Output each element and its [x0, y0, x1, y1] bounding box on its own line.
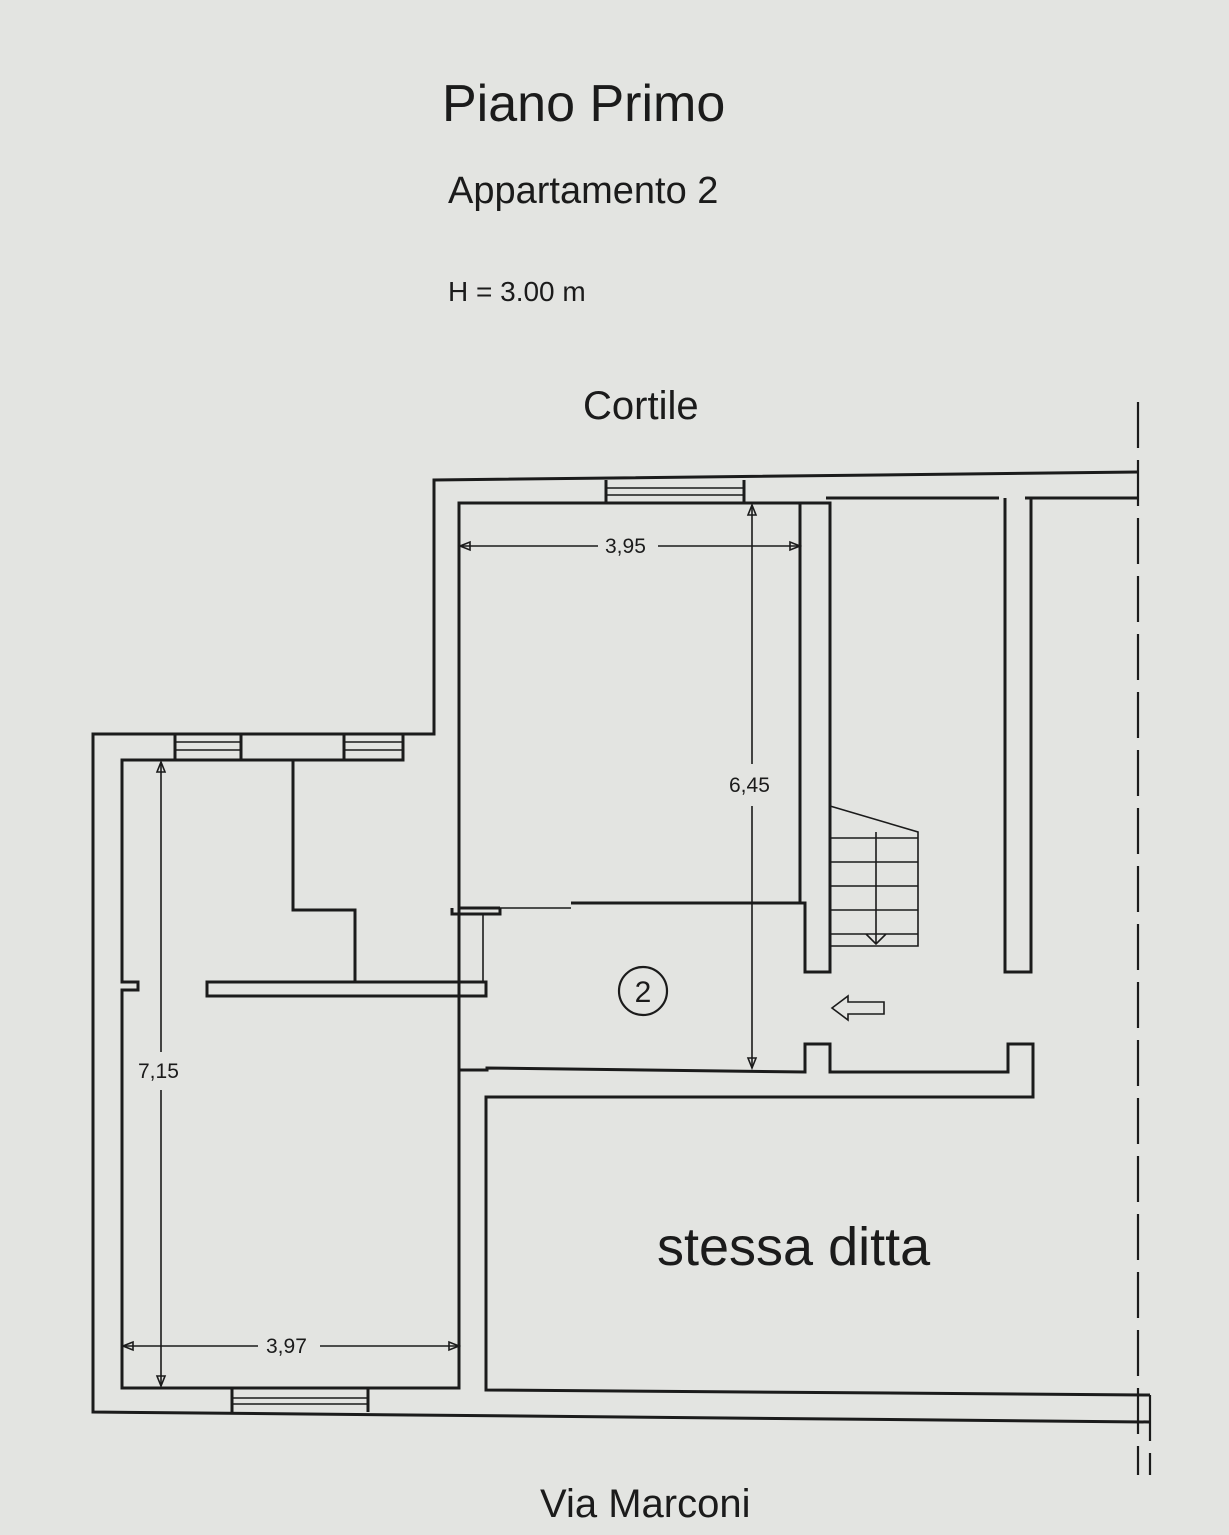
stair-shaft-wall — [1003, 498, 1033, 974]
entrance-arrow — [830, 994, 885, 1022]
outer-wall — [91, 470, 1151, 1424]
dimension-label: 3,97 — [266, 1335, 307, 1358]
street-label: Via Marconi — [540, 1482, 751, 1526]
partition-wall — [571, 501, 832, 974]
staircase — [829, 805, 919, 947]
partition-wall — [450, 908, 502, 916]
dimension-label: 6,45 — [729, 774, 770, 797]
outer-wall — [457, 480, 1138, 910]
unit-number-circle — [617, 965, 669, 1017]
dimension-arrow — [457, 540, 803, 552]
outer-wall — [120, 734, 461, 1412]
window — [232, 1397, 368, 1405]
unit-number: 2 — [635, 976, 652, 1009]
neighbour-property-label: stessa ditta — [657, 1217, 931, 1277]
dimension-label: 3,95 — [605, 535, 646, 558]
corridor-wall — [459, 1042, 1151, 1397]
courtyard-label: Cortile — [583, 384, 699, 428]
apartment-label: Appartamento 2 — [448, 170, 719, 212]
plan-title: Piano Primo — [442, 75, 726, 133]
outer-wall — [205, 734, 488, 998]
ceiling-height-label: H = 3.00 m — [448, 276, 586, 307]
window — [175, 741, 241, 751]
dimension-arrow — [155, 759, 167, 1389]
window — [344, 741, 403, 751]
window — [606, 487, 744, 496]
dimension-label: 7,15 — [138, 1060, 179, 1083]
dimension-arrow — [746, 502, 758, 1071]
dimension-arrow — [120, 1340, 462, 1352]
